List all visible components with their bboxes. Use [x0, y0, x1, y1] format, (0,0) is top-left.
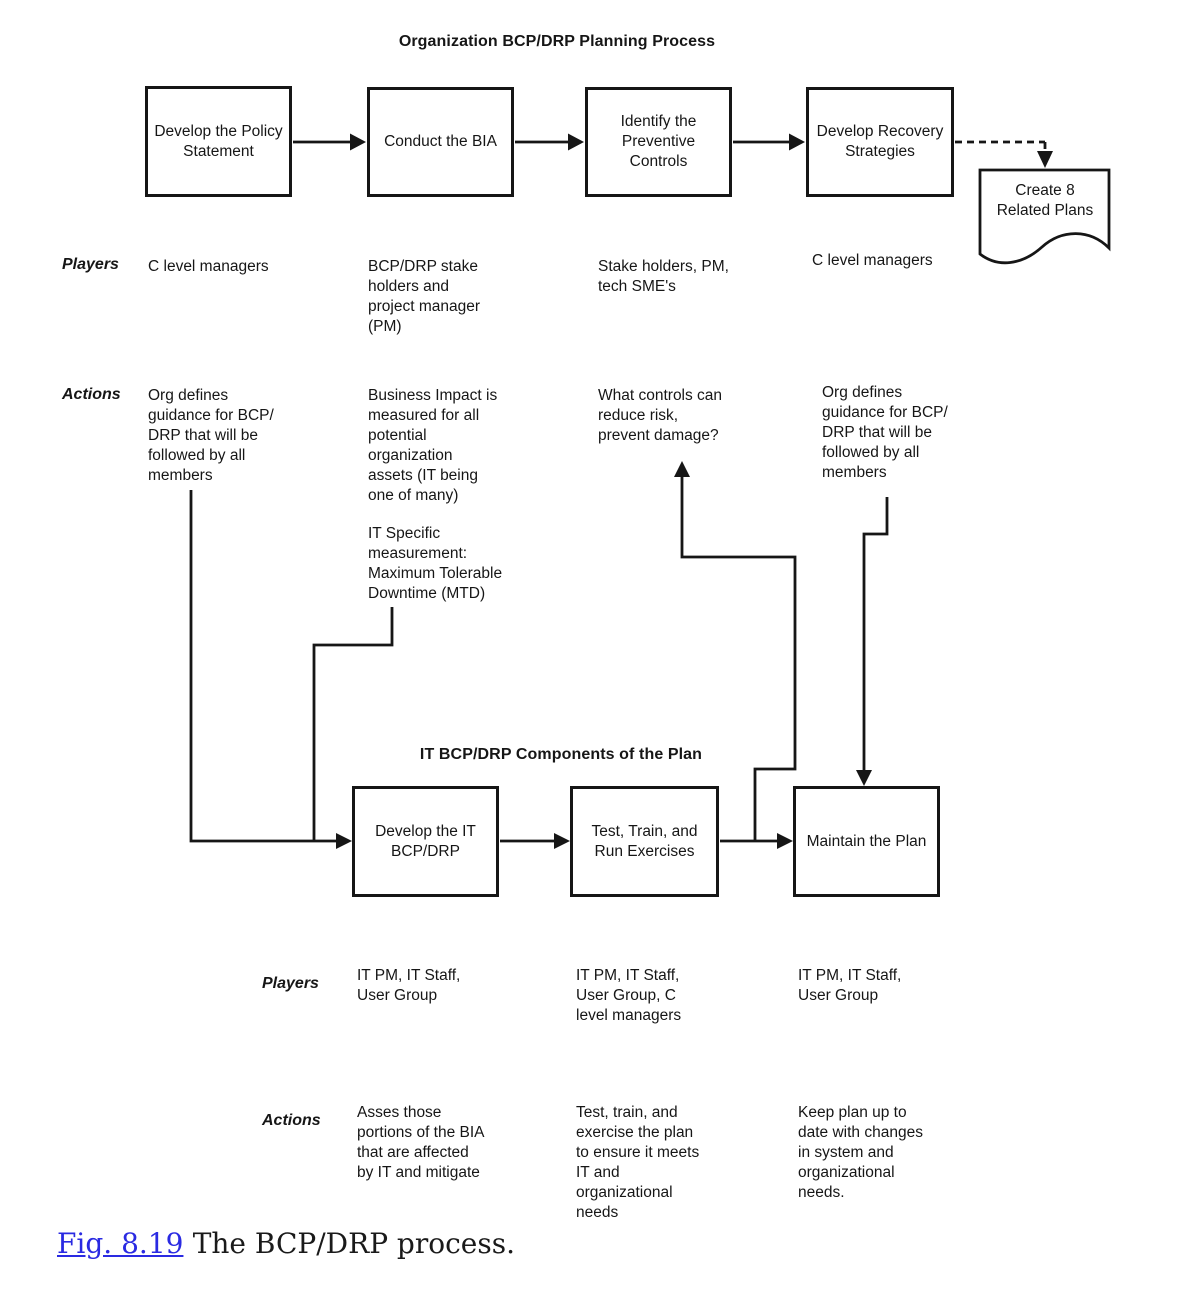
line-feedback-to-controls-question: [680, 477, 797, 841]
top-players-col1: C level managers: [148, 258, 269, 275]
top-actions-col1: Org defines guidance for BCP/ DRP that w…: [148, 387, 274, 484]
document-label-create-plans: Create 8 Related Plans: [996, 182, 1094, 219]
it-players-label: Players: [262, 975, 319, 992]
step-box-test-train: Test, Train, and Run Exercises: [570, 786, 719, 897]
it-actions-col1: Asses those portions of the BIA that are…: [357, 1104, 485, 1181]
arrowhead-into-document: [1037, 151, 1053, 168]
line-guidance-to-maintain: [862, 497, 889, 770]
it-players-col1: IT PM, IT Staff, User Group: [357, 967, 461, 1004]
top-players-col4: C level managers: [812, 252, 933, 269]
top-players-col3: Stake holders, PM, tech SME's: [598, 258, 729, 295]
step-box-identify-controls: Identify the Preventive Controls: [585, 87, 732, 197]
it-players-col3: IT PM, IT Staff, User Group: [798, 967, 902, 1004]
top-players-label: Players: [62, 256, 119, 273]
figure-caption-text: The BCP/DRP process.: [192, 1227, 515, 1260]
step-box-develop-policy: Develop the Policy Statement: [145, 86, 292, 197]
arrowhead-itbcp-to-test: [554, 833, 570, 849]
top-players-col2: BCP/DRP stake holders and project manage…: [368, 258, 481, 335]
document-shape-create-plans: [978, 168, 1111, 265]
it-actions-col3: Keep plan up to date with changes in sys…: [798, 1104, 923, 1201]
top-section-title: Organization BCP/DRP Planning Process: [398, 33, 716, 50]
arrowhead-into-maintain: [856, 770, 872, 786]
arrowhead-feedback-up: [674, 461, 690, 477]
top-actions-col3: What controls can reduce risk, prevent d…: [598, 387, 723, 444]
top-actions-col2-it-note: IT Specific measurement: Maximum Tolerab…: [368, 525, 503, 602]
step-box-develop-recovery: Develop Recovery Strategies: [806, 87, 954, 197]
it-players-col2: IT PM, IT Staff, User Group, C level man…: [576, 967, 682, 1024]
figure-caption-link[interactable]: Fig. 8.19: [57, 1227, 184, 1260]
step-box-maintain-plan: Maintain the Plan: [793, 786, 940, 897]
arrowhead-bia-to-controls: [568, 133, 584, 151]
arrowhead-into-it-bcp: [336, 833, 352, 849]
it-section-title: IT BCP/DRP Components of the Plan: [419, 746, 703, 763]
arrowhead-test-to-maintain: [777, 833, 793, 849]
top-actions-col2: Business Impact is measured for all pote…: [368, 387, 498, 504]
step-box-develop-it-bcp: Develop the IT BCP/DRP: [352, 786, 499, 897]
line-mtd-to-it-bcp: [312, 607, 394, 841]
top-actions-col4: Org defines guidance for BCP/ DRP that w…: [822, 384, 948, 481]
it-actions-col2: Test, train, and exercise the plan to en…: [576, 1104, 700, 1221]
step-box-conduct-bia: Conduct the BIA: [367, 87, 514, 197]
top-actions-label: Actions: [62, 386, 121, 403]
arrowhead-controls-to-strategies: [789, 133, 805, 151]
it-actions-label: Actions: [262, 1112, 321, 1129]
arrowhead-policy-to-bia: [350, 133, 366, 151]
line-policy-action-to-it-bcp: [189, 490, 336, 843]
